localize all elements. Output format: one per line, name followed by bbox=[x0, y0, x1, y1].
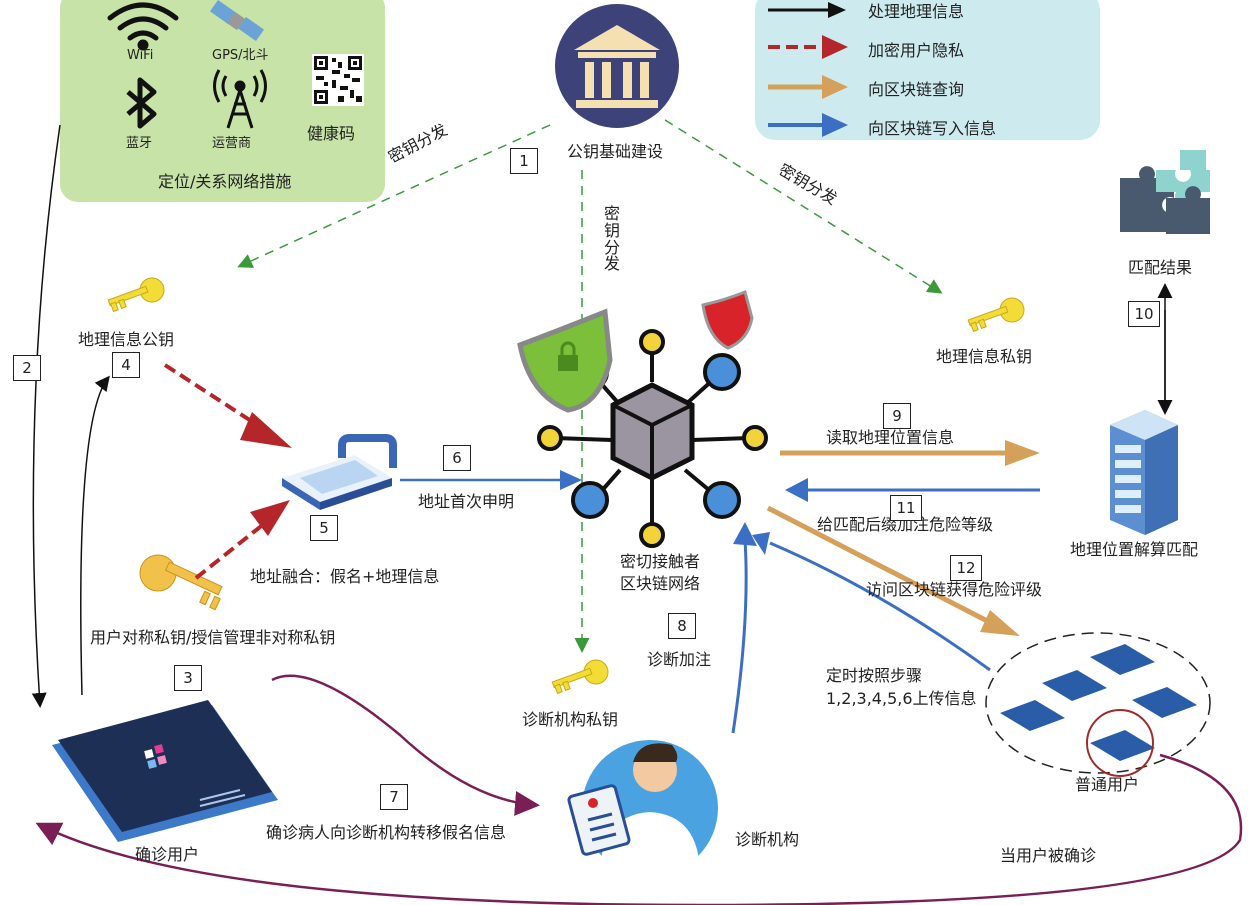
locating-measures-panel bbox=[60, 0, 385, 202]
add-risk-label: 给匹配后缀加注危险等级 bbox=[817, 515, 994, 534]
normal-users-cluster bbox=[985, 632, 1211, 777]
geo-public-key-icon bbox=[107, 277, 165, 313]
diag-private-key-icon bbox=[551, 659, 609, 695]
key-dist-center-label: 密钥分发 bbox=[604, 204, 621, 274]
legend-arrows bbox=[768, 2, 848, 137]
legend-process-geo: 处理地理信息 bbox=[868, 2, 965, 21]
first-declare-label: 地址首次申明 bbox=[418, 492, 515, 511]
step-box-11: 11 bbox=[890, 495, 922, 521]
confirmed-user-label: 确诊用户 bbox=[135, 845, 200, 864]
doctor-icon bbox=[567, 740, 718, 876]
step-box-7: 7 bbox=[380, 784, 408, 810]
upload-label-2: 1,2,3,4,5,6上传信息 bbox=[826, 689, 977, 708]
server-icon bbox=[1110, 410, 1178, 535]
health-code-label: 健康码 bbox=[307, 124, 356, 143]
locating-caption: 定位/关系网络措施 bbox=[158, 172, 292, 191]
geo-public-key-label: 地理信息公钥 bbox=[78, 330, 175, 349]
upload-label-1: 定时按照步骤 bbox=[826, 666, 923, 685]
diag-annotate-label: 诊断加注 bbox=[647, 650, 712, 669]
qr-code-icon bbox=[312, 54, 364, 106]
transfer-curves bbox=[35, 674, 1243, 905]
lock-icon bbox=[282, 434, 397, 510]
green-shield-icon bbox=[517, 308, 613, 413]
address-fusion-label: 地址融合：假名+地理信息 bbox=[250, 567, 440, 586]
legend-query: 向区块链查询 bbox=[868, 80, 965, 99]
satellite-icon bbox=[209, 0, 265, 42]
pki-label: 公钥基础建设 bbox=[567, 142, 664, 161]
first-declare-arrow bbox=[400, 470, 582, 490]
query-arrows bbox=[766, 440, 1040, 636]
cell-tower-icon bbox=[213, 69, 267, 129]
puzzle-icon bbox=[1120, 150, 1210, 234]
step-box-9: 9 bbox=[883, 403, 911, 429]
bluetooth-label: 蓝牙 bbox=[126, 136, 153, 151]
step-box-5: 5 bbox=[310, 515, 338, 541]
operator-label: 运营商 bbox=[212, 136, 252, 151]
step-box-10: 10 bbox=[1128, 301, 1160, 327]
legend-encrypt: 加密用户隐私 bbox=[868, 41, 965, 60]
transfer-label: 确诊病人向诊断机构转移假名信息 bbox=[266, 823, 507, 842]
normal-user-label: 普通用户 bbox=[1075, 775, 1140, 794]
step-box-1: 1 bbox=[510, 148, 538, 174]
when-confirmed-label: 当用户被确诊 bbox=[1000, 846, 1097, 865]
geo-private-key-icon bbox=[967, 297, 1025, 333]
step-box-6: 6 bbox=[443, 445, 471, 471]
gps-label: GPS/北斗 bbox=[212, 48, 269, 63]
step-box-2: 2 bbox=[13, 355, 41, 381]
match-result-label: 匹配结果 bbox=[1128, 258, 1193, 277]
step-box-12: 12 bbox=[950, 555, 982, 581]
wifi-icon bbox=[107, 2, 179, 51]
encrypt-arrows bbox=[163, 363, 292, 580]
write-arrows bbox=[731, 488, 1040, 734]
user-key-icon bbox=[139, 554, 223, 611]
phone-icon bbox=[52, 700, 278, 842]
diag-private-key-label: 诊断机构私钥 bbox=[522, 710, 619, 729]
user-keys-label: 用户对称私钥/授信管理非对称私钥 bbox=[90, 628, 336, 647]
geo-match-label: 地理位置解算匹配 bbox=[1070, 540, 1199, 559]
red-shield-icon bbox=[701, 289, 754, 350]
legend-write: 向区块链写入信息 bbox=[868, 119, 997, 138]
key-distribution-edges bbox=[237, 119, 943, 653]
process-arrows bbox=[31, 124, 1173, 708]
step-box-3: 3 bbox=[174, 665, 202, 691]
bluetooth-icon bbox=[126, 77, 157, 129]
legend-panel bbox=[755, 0, 1100, 140]
geo-private-key-label: 地理信息私钥 bbox=[936, 347, 1033, 366]
read-geo-label: 读取地理位置信息 bbox=[826, 428, 955, 447]
wifi-label: WiFi bbox=[127, 48, 154, 63]
blockchain-label-1: 密切接触者 bbox=[620, 552, 701, 571]
blockchain-hub-icon bbox=[537, 329, 768, 548]
bank-icon bbox=[555, 4, 679, 128]
diag-org-label: 诊断机构 bbox=[735, 830, 800, 849]
step-box-4: 4 bbox=[112, 352, 140, 378]
query-risk-label: 访问区块链获得危险评级 bbox=[866, 580, 1043, 599]
blockchain-label-2: 区块链网络 bbox=[620, 574, 701, 593]
step-box-8: 8 bbox=[668, 613, 696, 639]
